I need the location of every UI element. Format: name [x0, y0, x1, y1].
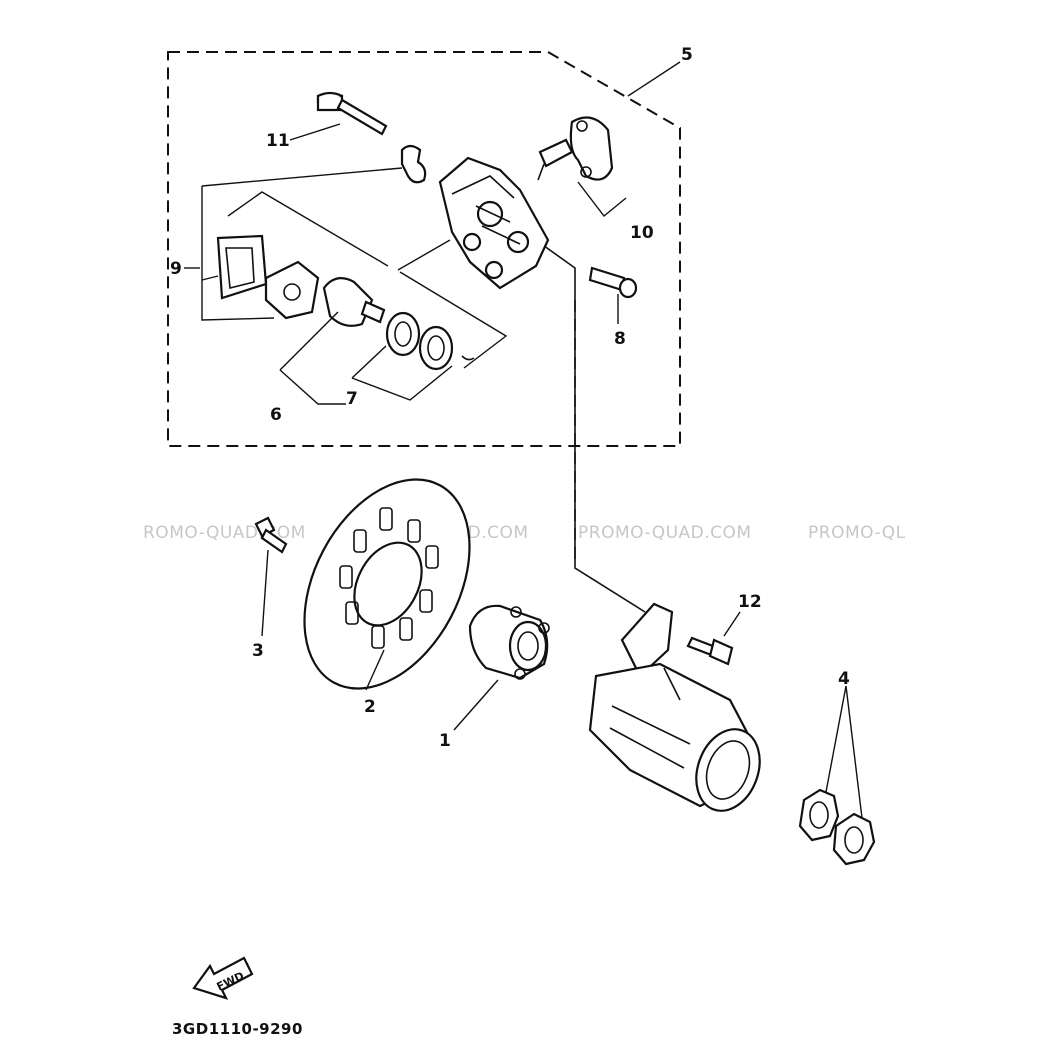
- part-12-bolt: [686, 611, 741, 666]
- part-1-hub: [453, 604, 550, 731]
- leader-5: [627, 61, 681, 97]
- part-retainer-clip: [400, 144, 427, 184]
- callout-7: 7: [346, 389, 358, 409]
- part-7-seals: [385, 311, 475, 371]
- callout-8: 8: [614, 329, 626, 349]
- part-8-pin-bolt: [588, 266, 638, 299]
- callout-labels: 1 2 3 4 5 6 7 8 9 10 11 12: [170, 45, 850, 751]
- callout-11: 11: [266, 131, 290, 151]
- assembly-link-line: [539, 242, 646, 613]
- caliper-assembly-boundary: [167, 51, 681, 447]
- part-starter-housing: [588, 602, 761, 812]
- watermark-4: PROMO-QL: [808, 523, 906, 543]
- group-leader-lines: [184, 123, 627, 405]
- part-4-nuts: [798, 685, 876, 866]
- part-10-bracket: [537, 116, 614, 181]
- drawing-code: 3GD1110-9290: [172, 1020, 303, 1038]
- part-2-brake-disc: [303, 478, 471, 691]
- callout-9: 9: [170, 259, 182, 279]
- watermark-3: PROMO-QUAD.COM: [578, 523, 752, 543]
- forward-arrow-icon: FWD: [192, 956, 254, 1000]
- part-3-screw: [254, 516, 288, 637]
- callout-1: 1: [439, 731, 451, 751]
- callout-2: 2: [364, 697, 376, 717]
- part-caliper-body: [438, 156, 550, 290]
- callout-3: 3: [252, 641, 264, 661]
- part-11-bolt: [316, 91, 388, 136]
- callout-6: 6: [270, 405, 282, 425]
- part-6-piston: [322, 277, 386, 327]
- callout-10: 10: [630, 223, 654, 243]
- callout-12: 12: [738, 592, 762, 612]
- part-9-pads: [216, 234, 320, 320]
- callout-5: 5: [681, 45, 693, 65]
- callout-4: 4: [838, 669, 850, 689]
